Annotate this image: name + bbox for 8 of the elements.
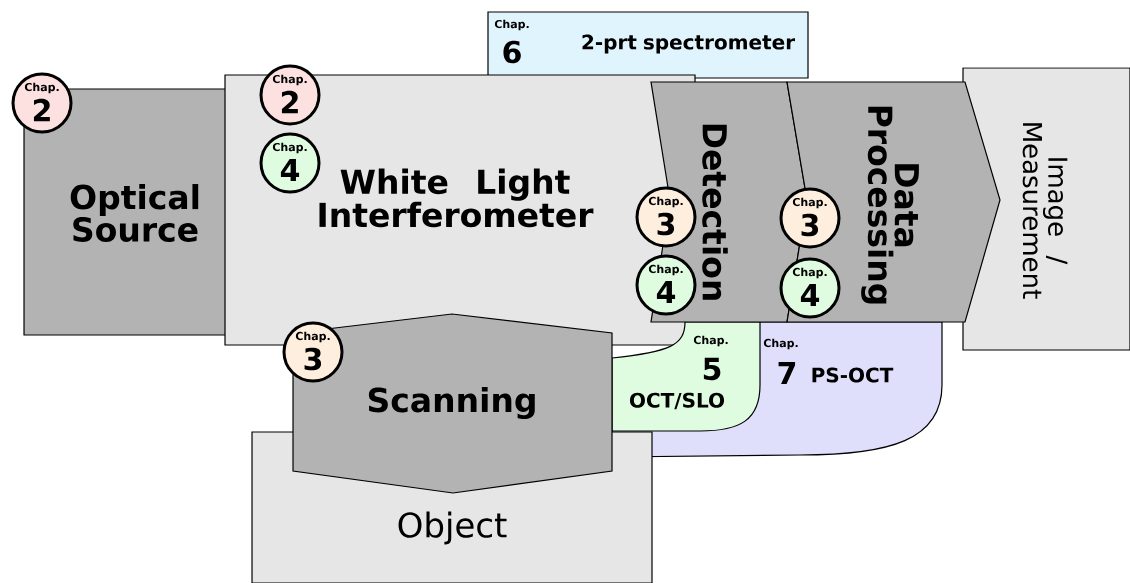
chapter-badge: Chap. 3 xyxy=(779,187,841,249)
chapter-badge: Chap. 3 xyxy=(282,321,344,383)
spectrometer-box: Chap. 6 2-prt spectrometer xyxy=(487,11,809,79)
chapter-badge: Chap. 2 xyxy=(259,64,321,126)
modality-band: Chap. 5 OCT/SLO xyxy=(611,321,761,432)
chapter-badge: Chap. 4 xyxy=(259,132,321,194)
chapter-badge: Chap. 4 xyxy=(779,257,841,319)
chapter-badge: Chap. 2 xyxy=(11,72,73,134)
